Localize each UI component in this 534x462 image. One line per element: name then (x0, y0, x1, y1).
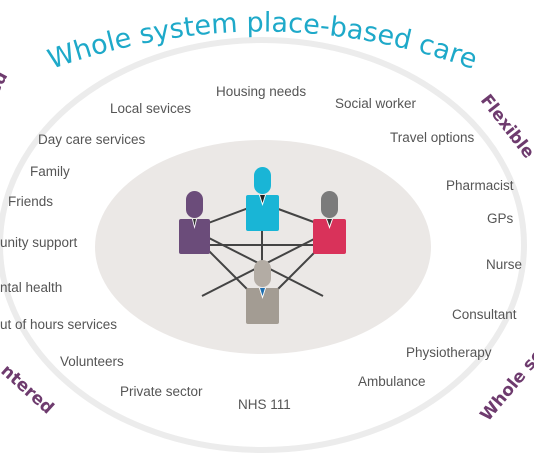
label-housing-needs: Housing needs (216, 84, 306, 99)
label-community-support: unity support (0, 235, 78, 250)
label-ambulance: Ambulance (358, 374, 426, 389)
label-private-sector: Private sector (120, 384, 203, 399)
label-gps: GPs (487, 211, 514, 226)
person-icon (179, 191, 210, 254)
label-out-of-hours: ut of hours services (0, 317, 117, 332)
label-physiotherapy: Physiotherapy (406, 345, 492, 360)
label-family: Family (30, 164, 70, 179)
label-social-worker: Social worker (335, 96, 417, 111)
side-label-top-left: sed (0, 68, 12, 107)
label-pharmacist: Pharmacist (446, 178, 514, 193)
label-volunteers: Volunteers (60, 354, 124, 369)
label-day-care-services: Day care services (38, 132, 146, 147)
outer-ring (0, 37, 527, 453)
person-icon (246, 260, 279, 324)
side-label-top-right: Flexible (476, 91, 534, 163)
label-nhs-111: NHS 111 (238, 397, 291, 412)
label-local-sevices: Local sevices (110, 101, 191, 116)
network-line (274, 249, 318, 293)
network-line (207, 249, 251, 293)
person-icon (246, 167, 279, 231)
person-icon (313, 191, 346, 254)
label-friends: Friends (8, 194, 53, 209)
side-label-bottom-left: ntered (0, 361, 57, 419)
label-nurse: Nurse (486, 257, 522, 272)
label-consultant: Consultant (452, 307, 517, 322)
label-travel-options: Travel options (390, 130, 475, 145)
label-mental-health: ntal health (0, 280, 62, 295)
